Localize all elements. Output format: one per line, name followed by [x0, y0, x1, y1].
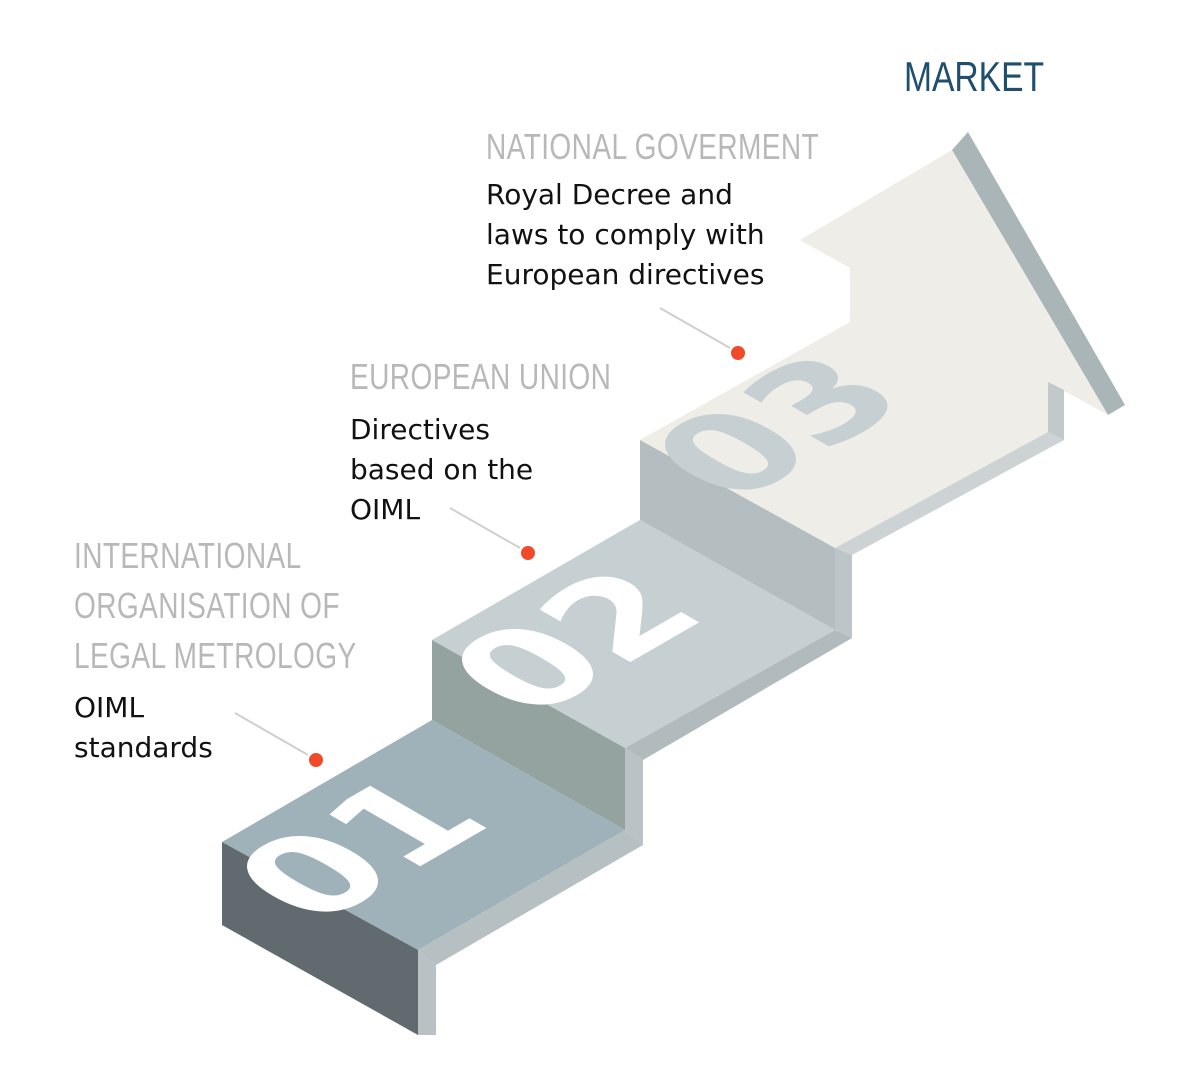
step-02-top	[432, 520, 835, 748]
step-02-right-face	[625, 630, 852, 760]
step-01-right-post	[418, 950, 436, 1035]
arrow-side	[1048, 382, 1064, 440]
step-02-front	[432, 640, 625, 830]
market-label: MARKET	[904, 53, 1045, 100]
marker-dot-02	[521, 546, 535, 560]
step-02-heading: EUROPEAN UNION	[350, 356, 612, 397]
step-01-description: OIML standards	[74, 691, 213, 764]
step-01-front	[222, 842, 418, 1035]
step-02-right-post	[625, 748, 643, 845]
marker-dot-01	[309, 753, 323, 767]
step-01-top	[222, 720, 625, 950]
step-02-right-wall	[835, 548, 852, 638]
arrow-right-face	[835, 432, 1064, 555]
step-01-right-face	[418, 830, 643, 965]
arrow-top-step-03	[640, 150, 1108, 548]
leader-line-03	[659, 307, 731, 349]
arrow-edge	[952, 132, 1125, 415]
leader-line-02	[449, 507, 521, 549]
step-02-description: Directives based on the OIML	[350, 413, 534, 526]
leader-line-01	[234, 712, 309, 756]
riser-03	[640, 440, 835, 630]
step-03-description: Royal Decree and laws to comply with Eur…	[486, 178, 765, 291]
marker-dot-03	[731, 346, 745, 360]
step-01-heading: INTERNATIONAL ORGANISATION OF LEGAL METR…	[74, 535, 357, 676]
step-03-heading: NATIONAL GOVERMENT	[486, 126, 820, 167]
